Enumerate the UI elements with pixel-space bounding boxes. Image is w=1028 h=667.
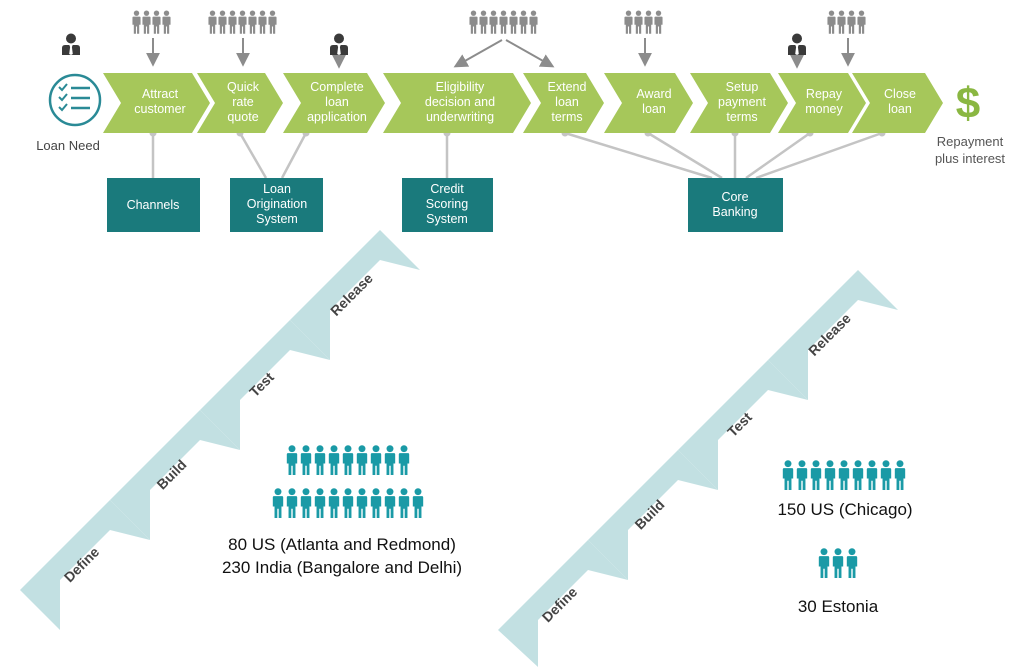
system-connectors (151, 131, 883, 180)
step-label-line: money (805, 102, 843, 116)
system-label-line: Banking (712, 205, 757, 219)
right-team-line: 150 US (Chicago) (777, 500, 912, 519)
step-label-line: loan (642, 102, 666, 116)
step-label-line: underwriting (426, 110, 494, 124)
left-team-line: 230 India (Bangalore and Delhi) (222, 558, 462, 577)
applicant-person-icon (330, 33, 348, 55)
right-phase-chevrons: Define Build Test Release (498, 270, 898, 667)
step-label-line: quote (227, 110, 258, 124)
system-boxes: Channels Loan Origination System Credit … (107, 178, 783, 232)
step-label-line: loan (888, 102, 912, 116)
step-label-line: loan (555, 95, 579, 109)
step-label-line: payment (718, 95, 766, 109)
system-label-line: Credit (430, 182, 464, 196)
step-close-loan: Close loan (852, 73, 943, 133)
system-box-channels: Channels (107, 178, 200, 232)
system-box-loan-origination: Loan Origination System (230, 178, 323, 232)
system-label-line: System (256, 212, 298, 226)
step-label-line: Complete (310, 80, 364, 94)
system-label-line: Loan (263, 182, 291, 196)
people-group-icon (624, 10, 663, 34)
estonia-team-people-icon (818, 548, 858, 578)
people-group-icon (132, 10, 171, 34)
step-label-line: application (307, 110, 367, 124)
step-label-line: loan (325, 95, 349, 109)
stakeholder-icons (62, 10, 866, 69)
step-label-line: Close (884, 87, 916, 101)
step-label-line: Attract (142, 87, 179, 101)
arrow-down-icon (505, 39, 555, 68)
repayment-label-line: Repayment (937, 134, 1004, 149)
step-complete-loan-application: Complete loan application (283, 73, 385, 133)
system-label-line: System (426, 212, 468, 226)
step-award-loan: Award loan (604, 73, 693, 133)
arrow-down-icon (453, 39, 503, 68)
people-group-icon (827, 10, 866, 34)
step-eligibility-decision: Eligibility decision and underwriting (383, 73, 531, 133)
system-label-line: Core (721, 190, 748, 204)
right-team-people-icon (782, 460, 906, 490)
step-label-line: Extend (548, 80, 587, 94)
step-label-line: rate (232, 95, 254, 109)
step-label-line: terms (551, 110, 582, 124)
system-label-line: Channels (127, 198, 180, 212)
borrower-person-icon (788, 33, 806, 55)
process-steps: Attract customer Quick rate quote Comple… (103, 73, 943, 133)
people-group-icon (208, 10, 277, 34)
people-group-icon (469, 10, 538, 34)
step-setup-payment-terms: Setup payment terms (690, 73, 788, 133)
step-quick-rate-quote: Quick rate quote (197, 73, 283, 133)
step-attract-customer: Attract customer (103, 73, 210, 133)
system-box-credit-scoring: Credit Scoring System (402, 178, 493, 232)
step-extend-loan-terms: Extend loan terms (523, 73, 604, 133)
left-team-people-icon (272, 445, 424, 518)
right-team-line: 30 Estonia (798, 597, 879, 616)
dollar-icon: $ (956, 79, 980, 128)
customer-person-icon (62, 33, 80, 55)
step-label-line: Eligibility (436, 80, 485, 94)
system-label-line: Origination (247, 197, 307, 211)
step-label-line: Setup (726, 80, 759, 94)
system-label-line: Scoring (426, 197, 468, 211)
loan-need-icon (48, 73, 102, 127)
step-label-line: Award (636, 87, 671, 101)
step-label-line: Quick (227, 80, 260, 94)
system-box-core-banking: Core Banking (688, 178, 783, 232)
step-label-line: decision and (425, 95, 495, 109)
step-label-line: customer (134, 102, 185, 116)
left-team-line: 80 US (Atlanta and Redmond) (228, 535, 456, 554)
repayment-label-line: plus interest (935, 151, 1005, 166)
step-label-line: terms (726, 110, 757, 124)
loan-need-label: Loan Need (36, 138, 100, 153)
step-repay-money: Repay money (778, 73, 866, 133)
step-label-line: Repay (806, 87, 843, 101)
